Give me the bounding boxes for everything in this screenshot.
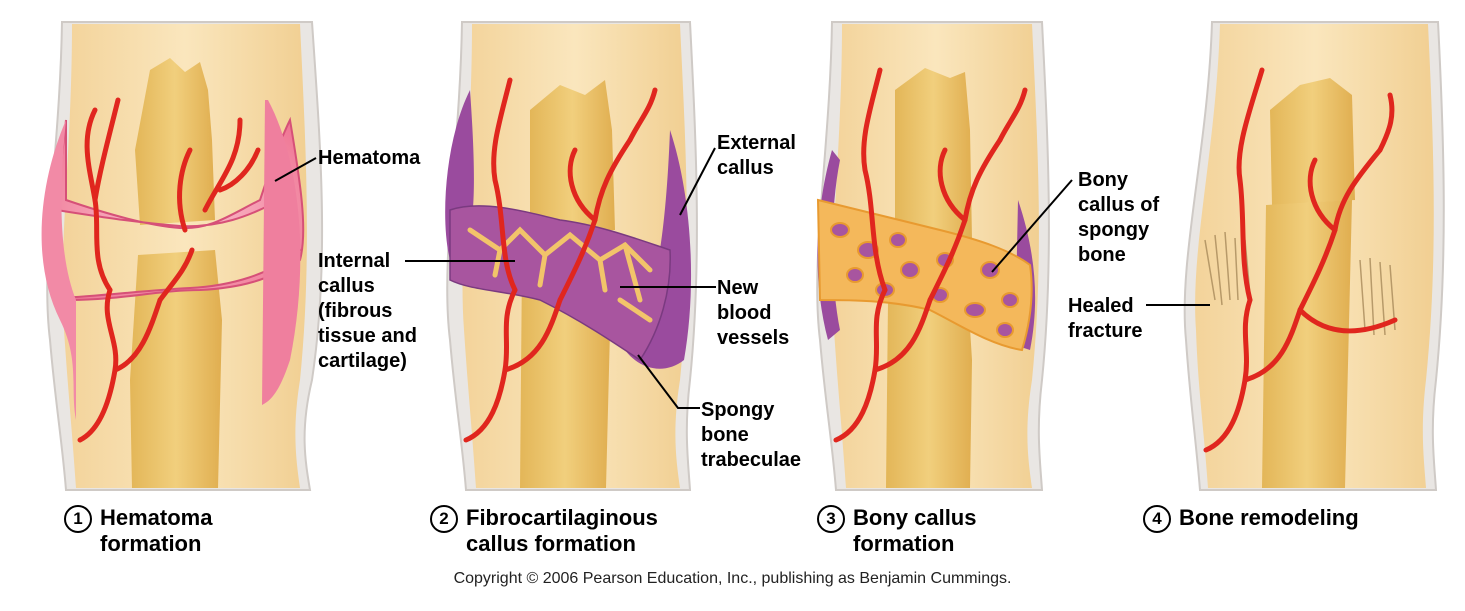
new-blood-vessels [463, 77, 658, 443]
stage-number-badge: 2 [430, 505, 458, 533]
external-callus [445, 90, 692, 369]
leader-bony-callus [991, 179, 1073, 273]
label-external-callus: External callus [717, 132, 796, 179]
copyright-notice: Copyright © 2006 Pearson Education, Inc.… [453, 570, 1012, 587]
leader-lines [274, 147, 1210, 409]
stage-number-badge: 1 [64, 505, 92, 533]
label-internal-callus: Internal callus (fibrous tissue and cart… [318, 250, 417, 372]
spongy-bone-lower [886, 296, 972, 488]
label-hematoma: Hematoma [318, 147, 421, 169]
leader-external-callus [679, 147, 716, 216]
leader-hematoma [274, 157, 317, 182]
blood-vessels [77, 97, 261, 443]
panel-3-bony-callus [816, 21, 1050, 491]
outer-callus-purple [817, 150, 1036, 350]
hematoma-right-bulge [262, 100, 301, 405]
panel-1-hematoma-formation [41, 21, 324, 491]
stage-number-badge: 3 [817, 505, 845, 533]
stage-number-badge: 4 [1143, 505, 1171, 533]
blood-vessels [1203, 67, 1398, 453]
blood-vessels [833, 67, 1028, 443]
panel-4-bone-remodeling [1183, 21, 1445, 491]
healed-fracture-marks [1204, 231, 1396, 336]
label-healed-fracture: Healed fracture [1068, 295, 1143, 342]
spongy-bone-upper [895, 68, 972, 245]
spongy-bone-lower [130, 250, 222, 488]
label-spongy-bone-trabeculae: Spongy bone trabeculae [701, 399, 802, 471]
bony-callus-spaces [830, 222, 1019, 338]
spongy-bone-upper [135, 58, 215, 225]
label-new-blood-vessels: New blood vessels [717, 277, 790, 349]
hematoma-left-bulge [41, 120, 76, 420]
spongy-bone-lower [1262, 200, 1352, 488]
panel-2-fibrocartilaginous-callus [445, 21, 698, 491]
label-bony-callus: Bony callus of spongy bone [1078, 169, 1160, 266]
spongy-bone-upper [1270, 78, 1355, 205]
leader-spongy-bone [637, 354, 700, 409]
